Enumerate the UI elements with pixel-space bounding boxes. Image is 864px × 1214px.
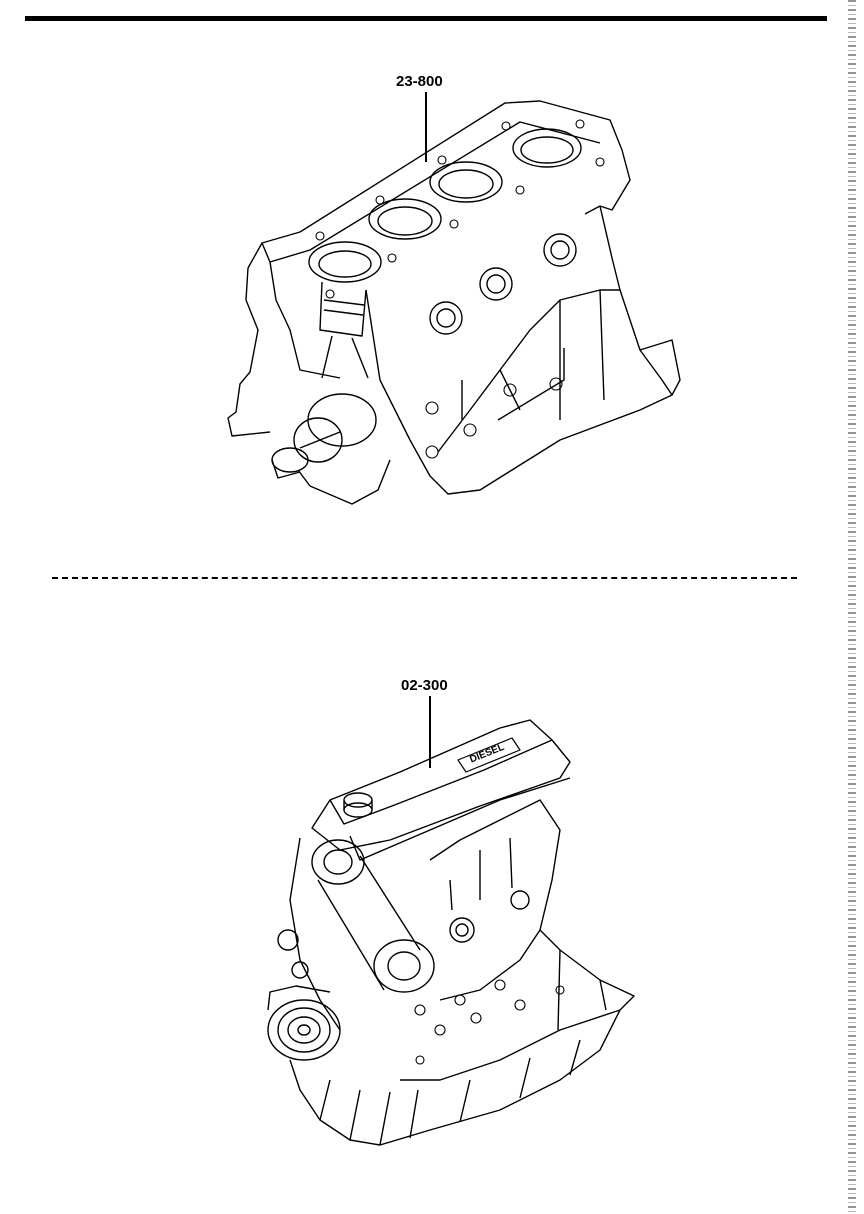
leader-line-short-block (425, 92, 427, 162)
top-rule (25, 16, 827, 21)
section-divider (52, 577, 797, 579)
page-edge-scan-strip (848, 0, 856, 1214)
leader-line-complete-engine (429, 696, 431, 768)
callout-label-complete-engine[interactable]: 02-300 (401, 677, 448, 694)
engine-logo-text: DIESEL (468, 742, 506, 766)
callout-label-short-block[interactable]: 23-800 (396, 73, 443, 90)
